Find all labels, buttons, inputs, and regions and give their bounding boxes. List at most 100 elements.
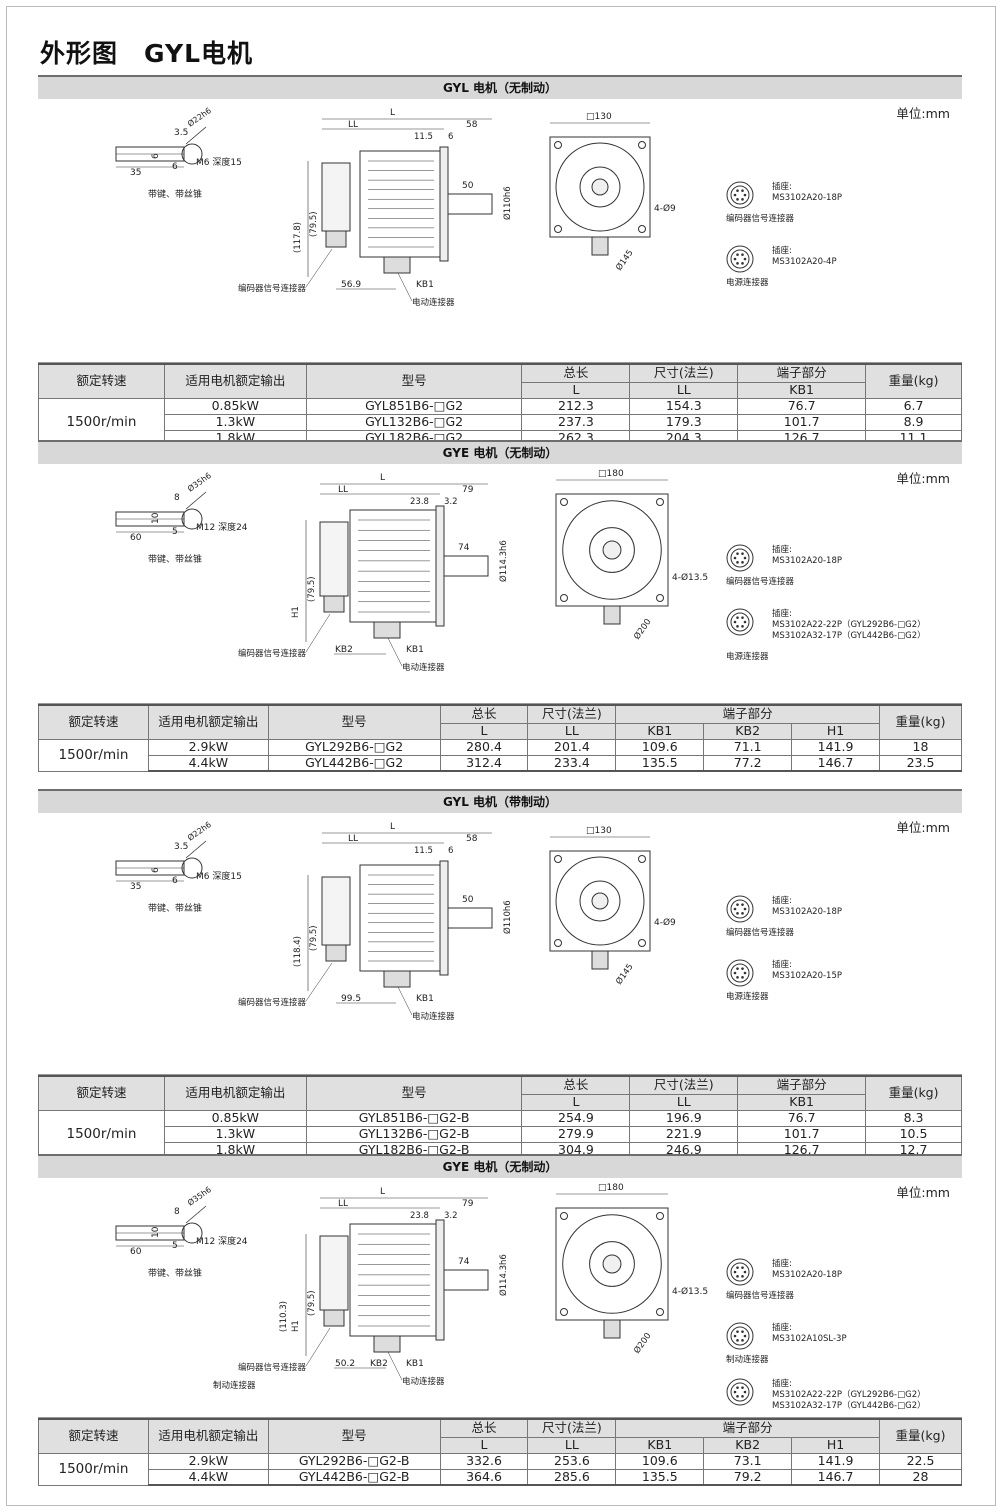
key-dim-a: 8 — [174, 493, 180, 503]
connector-pin — [736, 561, 739, 564]
height-inner-label: (79.5) — [309, 925, 319, 951]
col-sub-header: L — [521, 1093, 631, 1111]
dim-LL: LL — [348, 120, 358, 130]
power-connector-label: 电动连接器 — [402, 662, 445, 673]
table-cell: 364.6 — [439, 1468, 529, 1486]
connector-name: 编码器信号连接器 — [726, 1290, 795, 1301]
connector-pin — [741, 903, 744, 906]
table-cell: GYL851B6-□G2 — [305, 397, 523, 415]
connector-model: MS3102A20-18P — [772, 907, 842, 917]
dim-d3: 3.2 — [444, 497, 458, 507]
connector-name: 电源连接器 — [726, 277, 769, 288]
connector-inner-ring — [730, 899, 750, 919]
connector-pin — [733, 1270, 737, 1274]
mounting-holes-label: 4-Ø9 — [654, 203, 676, 214]
col-flange-dim: 尺寸(法兰) — [527, 704, 617, 724]
dim-LL: LL — [338, 485, 348, 495]
table-cell: 2.9kW — [147, 738, 269, 756]
mounting-hole — [554, 225, 562, 233]
connector-pin — [736, 616, 739, 619]
dim-d3: 6 — [448, 132, 453, 142]
dim-d4: 50 — [462, 181, 474, 191]
dim-d5: 99.5 — [341, 994, 361, 1004]
encoder-housing — [321, 876, 351, 946]
table-cell: 1.3kW — [163, 1125, 307, 1143]
front-connector — [591, 236, 609, 256]
table-cell: 279.9 — [521, 1125, 631, 1143]
col-weight: 重量(kg) — [865, 1075, 962, 1111]
col-rated-output: 适用电机额定输出 — [147, 704, 269, 740]
unit-label: 单位:mm — [896, 1185, 950, 1200]
connector-inner-ring — [730, 185, 750, 205]
col-terminal: 端子部分 — [737, 1075, 867, 1095]
connector-pin — [741, 262, 744, 265]
dim-d2: 23.8 — [410, 1211, 429, 1221]
dim-d4: 74 — [458, 543, 470, 553]
dim-kb1: KB1 — [416, 280, 434, 290]
col-sub-header: L — [439, 1436, 529, 1454]
connector-inner-ring — [730, 1326, 750, 1346]
shaft-end-circle — [181, 143, 203, 165]
connector-pin — [743, 193, 747, 197]
dim-d3: 6 — [448, 846, 453, 856]
table-cell: 135.5 — [615, 1468, 705, 1486]
connector-name: 编码器信号连接器 — [726, 576, 795, 587]
table-cell: 0.85kW — [163, 1109, 307, 1127]
power-connector — [383, 970, 411, 988]
table-cell: 4.4kW — [147, 1468, 269, 1486]
connector-title: 插座: — [772, 895, 792, 906]
pcd-label: Ø145 — [613, 248, 635, 273]
table-cell: 101.7 — [737, 413, 867, 431]
dim-kb2: KB2 — [370, 1359, 388, 1369]
connector-pin — [736, 552, 739, 555]
spigot-circle — [589, 1241, 635, 1287]
key-diameter-label: Ø22h6 — [185, 105, 213, 128]
height-outer-label: H1 — [291, 606, 301, 618]
table-cell: 312.4 — [439, 754, 529, 772]
connector-pin — [736, 1266, 739, 1269]
table-cell: 10.5 — [865, 1125, 962, 1143]
section-header: GYE 电机（无制动） — [38, 1154, 962, 1178]
page-title-model: GYL电机 — [144, 39, 254, 68]
key-dim-a: 8 — [174, 1207, 180, 1217]
spigot-circle — [579, 166, 621, 208]
encoder-connector-label: 编码器信号连接器 — [238, 283, 307, 294]
connector-pin — [741, 1275, 744, 1278]
key-length-label: 60 — [130, 533, 142, 543]
motor-flange — [439, 146, 449, 262]
table-cell: 22.5 — [879, 1452, 962, 1470]
col-sub-header: LL — [527, 722, 617, 740]
key-dim-b: 10 — [151, 512, 161, 524]
connector-pin — [736, 189, 739, 192]
dim-L: L — [390, 822, 395, 832]
connector-pin — [743, 620, 747, 624]
table-cell: 221.9 — [629, 1125, 739, 1143]
connector-title: 插座: — [772, 959, 792, 970]
front-connector — [591, 950, 609, 970]
connector-pin — [743, 1334, 747, 1338]
shaft-circle — [591, 892, 609, 910]
connector-pin — [736, 1275, 739, 1278]
table-cell: GYL292B6-□G2-B — [267, 1452, 441, 1470]
connector-pin — [741, 976, 744, 979]
table-cell: 146.7 — [791, 754, 880, 772]
tap-depth-label: M6 深度15 — [196, 870, 242, 882]
motor-shaft — [447, 907, 493, 929]
col-model: 型号 — [305, 1075, 523, 1111]
encoder-connector — [325, 944, 347, 962]
mounting-holes-label: 4-Ø13.5 — [672, 1286, 708, 1297]
rated-speed-cell: 1500r/min — [38, 1109, 165, 1159]
connector-name: 编码器信号连接器 — [726, 927, 795, 938]
connector-pin — [741, 1395, 744, 1398]
connector-title: 插座: — [772, 181, 792, 192]
connector-pin — [741, 189, 744, 192]
